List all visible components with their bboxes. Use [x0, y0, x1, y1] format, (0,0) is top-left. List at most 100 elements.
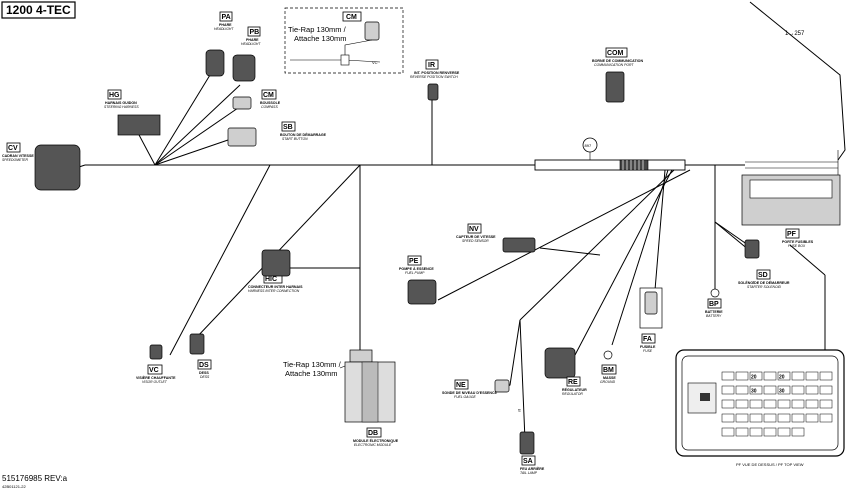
svg-text:CM: CM	[263, 92, 274, 99]
svg-text:SPEED SENSOR: SPEED SENSOR	[462, 239, 489, 243]
svg-text:VISOR OUTLET: VISOR OUTLET	[142, 380, 168, 384]
svg-text:VC: VC	[149, 367, 159, 374]
svg-text:REVERSE POSITION SWITCH: REVERSE POSITION SWITCH	[410, 75, 458, 79]
connector-SA: SA FEU ARRIÈRE TAIL LAMP	[519, 431, 545, 475]
svg-text:SPEEDOMETER: SPEEDOMETER	[2, 158, 29, 162]
svg-text:FUEL PUMP: FUEL PUMP	[405, 271, 425, 275]
svg-text:FUSIBLE: FUSIBLE	[640, 345, 656, 349]
svg-text:FUSE: FUSE	[643, 349, 653, 353]
connector-COM: COM BORNE DE COMMUNICATION COMMUNICATION…	[592, 47, 643, 103]
svg-text:SD: SD	[758, 272, 768, 279]
svg-text:RE: RE	[568, 379, 578, 386]
svg-text:30: 30	[779, 389, 785, 395]
svg-text:HEADLIGHT: HEADLIGHT	[214, 27, 234, 31]
svg-text:PHARE: PHARE	[246, 38, 259, 42]
svg-text:PORTE FUSIBLES: PORTE FUSIBLES	[782, 240, 814, 244]
svg-text:DB: DB	[368, 430, 378, 437]
svg-text:TAIL LAMP: TAIL LAMP	[520, 471, 538, 475]
svg-text:FA: FA	[643, 336, 652, 343]
fuse-box-caption: PF VUE DE DESSUS / PF TOP VIEW	[736, 462, 804, 467]
connector-RE: RE RÉGULATEUR REGULATOR	[544, 347, 587, 396]
svg-text:20: 20	[779, 375, 785, 381]
connector-HG: HG HARNAIS GUIDON STEERING HARNESS	[104, 89, 161, 136]
connector-PF: PF PORTE FUSIBLES FUSE BOX	[741, 174, 841, 248]
svg-text:VC: VC	[372, 60, 378, 65]
svg-text:NE: NE	[456, 382, 466, 389]
speed-sensor-connector-icon	[502, 237, 536, 253]
svg-text:CONNECTEUR INTER HARNAIS: CONNECTEUR INTER HARNAIS	[248, 285, 303, 289]
headlight-connector-icon	[232, 54, 256, 82]
svg-text:30: 30	[751, 389, 757, 395]
svg-text:HG: HG	[109, 92, 120, 99]
svg-text:BATTERY: BATTERY	[706, 314, 722, 318]
svg-text:VISIÈRE CHAUFFANTE: VISIÈRE CHAUFFANTE	[136, 375, 176, 380]
ref-arrow: 1→257	[785, 31, 805, 37]
svg-text:RÉGULATEUR: RÉGULATEUR	[562, 387, 587, 392]
svg-text:DESS: DESS	[199, 371, 209, 375]
svg-text:PA: PA	[222, 14, 231, 21]
svg-text:BP: BP	[709, 301, 719, 308]
drawing-ref: 42B01121-22	[2, 484, 27, 489]
svg-text:FEU ARRIÈRE: FEU ARRIÈRE	[520, 466, 545, 471]
title-block: 1200 4-TEC	[1, 1, 76, 19]
connector-IR: IR INT. POSITION RENVERSE REVERSE POSITI…	[410, 59, 460, 101]
tie-rap-label-1: Tie-Rap 130mm /	[288, 25, 347, 34]
starter-solenoid-connector-icon	[744, 239, 760, 259]
svg-text:DS: DS	[199, 362, 209, 369]
svg-text:SA: SA	[523, 458, 533, 465]
steering-harness-connector-icon	[117, 114, 161, 136]
svg-text:BOUSSOLE: BOUSSOLE	[260, 101, 281, 105]
title: 1200 4-TEC	[6, 3, 71, 17]
svg-text:IR: IR	[428, 62, 435, 69]
svg-text:≈: ≈	[518, 408, 521, 414]
connector-SD: SD SOLÉNOÏDE DE DÉMARREUR STARTER SOLENO…	[738, 239, 790, 289]
headlight-connector-icon	[205, 49, 225, 77]
regulator-connector-icon	[544, 347, 576, 379]
visor-outlet-connector-icon	[149, 344, 163, 360]
svg-text:COMPASS: COMPASS	[261, 105, 278, 109]
connector-PE: PE POMPE À ESSENCE FUEL PUMP	[399, 255, 437, 305]
svg-text:MASSE: MASSE	[603, 376, 616, 380]
svg-text:PB: PB	[250, 29, 260, 36]
tie-rap-lower-1: Tie-Rap 130mm /	[283, 360, 342, 369]
connector-DB: DB MODULE ÉLECTRONIQUE ELECTRONIC MODULE	[344, 349, 399, 447]
svg-text:FUEL GAUGE: FUEL GAUGE	[454, 395, 477, 399]
connector-SB: SB BOUTON DE DÉMARRAGE START BUTTON	[227, 121, 327, 147]
svg-text:HARNAIS GUIDON: HARNAIS GUIDON	[105, 101, 137, 105]
ground-terminal-icon	[603, 350, 613, 360]
svg-text:NV: NV	[469, 226, 479, 233]
compass-connector-icon	[364, 21, 380, 41]
svg-text:ELECTRONIC MODULE: ELECTRONIC MODULE	[354, 443, 392, 447]
svg-text:HIC: HIC	[265, 276, 277, 283]
svg-text:CAPTEUR DE VITESSE: CAPTEUR DE VITESSE	[456, 235, 496, 239]
connector-NE: NE SONDE DE NIVEAU D'ESSENCE FUEL GAUGE	[442, 379, 510, 399]
part-number: 515176985 REV:a	[2, 474, 68, 483]
start-button-connector-icon	[227, 127, 257, 147]
svg-text:COM: COM	[607, 50, 624, 57]
svg-text:BORNE DE COMMUNICATION: BORNE DE COMMUNICATION	[592, 59, 643, 63]
svg-text:FUSE BOX: FUSE BOX	[788, 244, 806, 248]
connector-NV: NV CAPTEUR DE VITESSE SPEED SENSOR	[456, 223, 536, 253]
svg-text:GROUND: GROUND	[600, 380, 616, 384]
svg-text:DESS: DESS	[200, 375, 210, 379]
connector-BM: BM MASSE GROUND	[600, 350, 617, 384]
harness-wires: ≈	[69, 1, 846, 441]
svg-text:PE: PE	[409, 258, 419, 265]
svg-text:897: 897	[585, 143, 592, 148]
connector-CM: CM BOUSSOLE COMPASS	[232, 89, 281, 110]
svg-text:CADRAN VITESSE: CADRAN VITESSE	[2, 154, 34, 158]
svg-text:HEADLIGHT: HEADLIGHT	[241, 42, 261, 46]
svg-text:BM: BM	[603, 367, 614, 374]
dess-connector-icon	[189, 333, 205, 355]
communication-port-icon	[605, 71, 625, 103]
ref-circle: 897	[582, 137, 598, 160]
connector-PA: PA PHARE HEADLIGHT	[205, 11, 234, 77]
connector-BP: BP BATTERIE BATTERY	[705, 288, 723, 318]
connector-FA: FA FUSIBLE FUSE	[639, 287, 663, 353]
connector-DS: DS DESS DESS	[189, 333, 212, 379]
tie-rap-lower-2: Attache 130mm	[285, 369, 338, 378]
speedometer-connector-icon	[34, 144, 81, 191]
fuel-pump-connector-icon	[407, 279, 437, 305]
svg-text:20: 20	[751, 375, 757, 381]
